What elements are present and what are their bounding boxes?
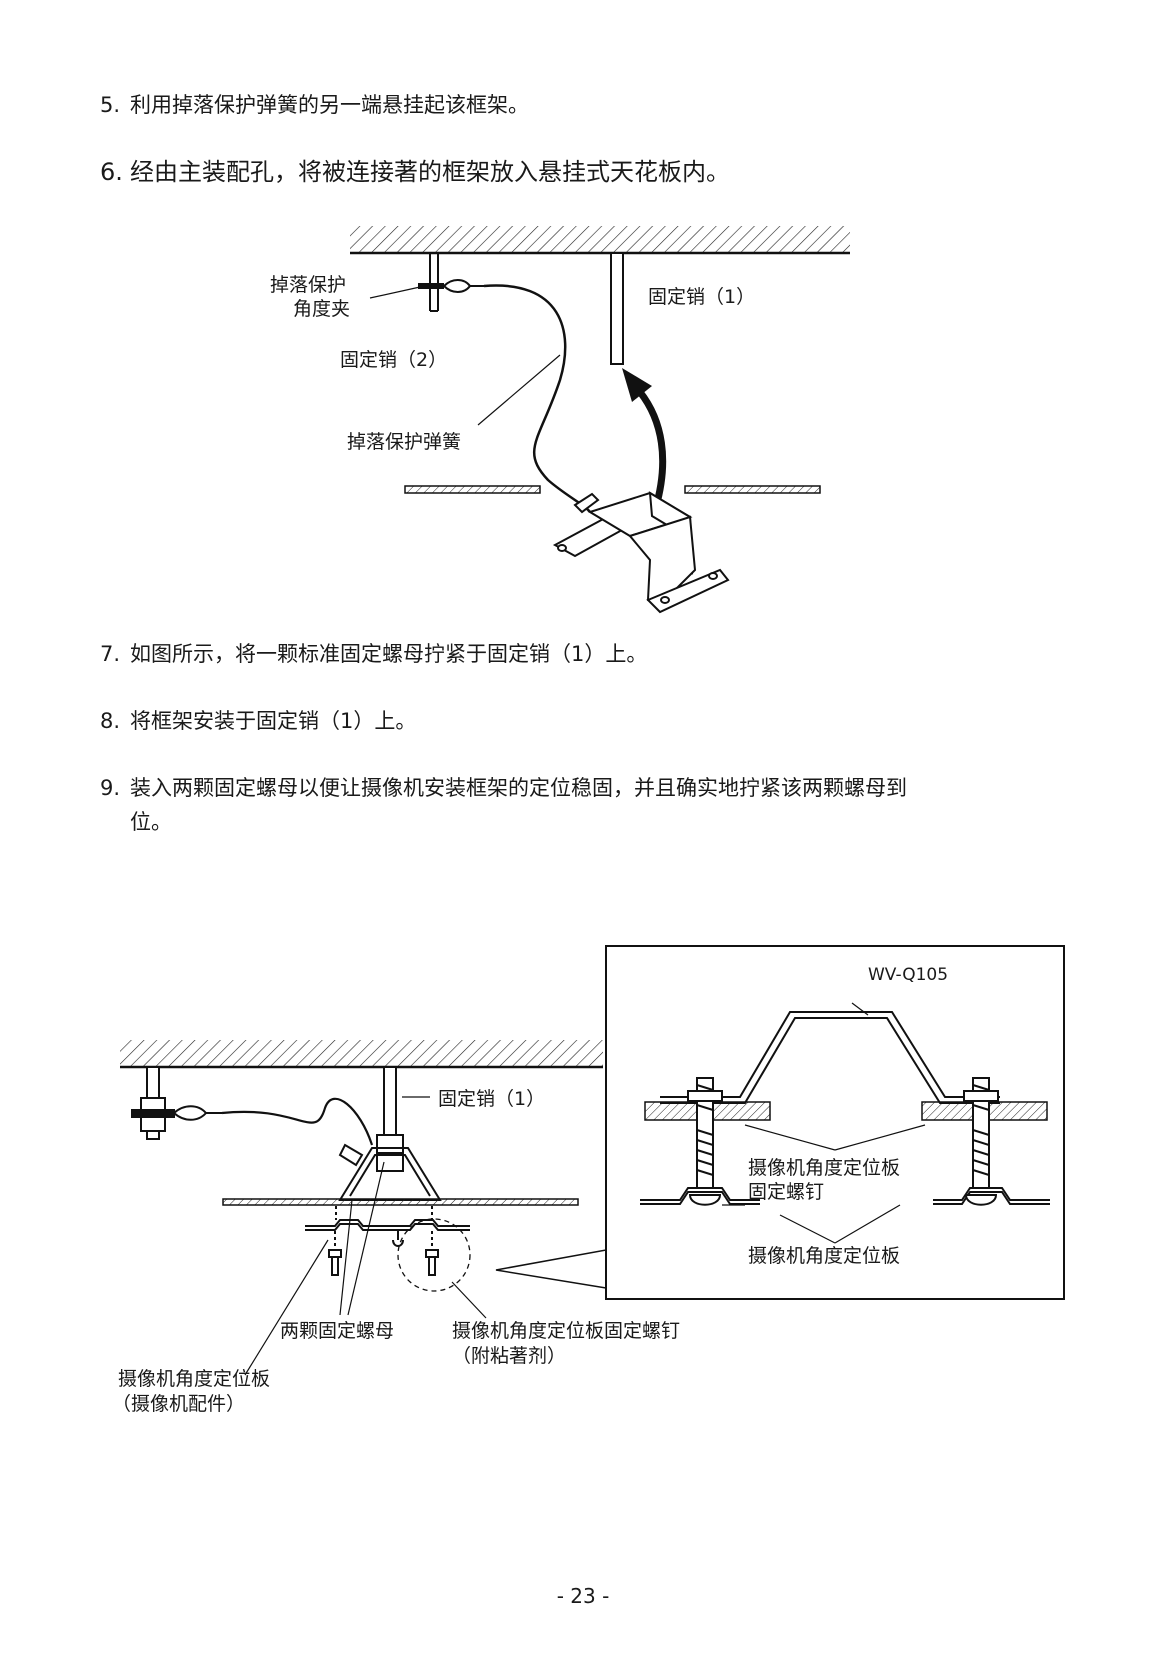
label-plate-screw-1: 摄像机角度定位板固定螺钉 [452, 1320, 680, 1342]
label-fixing-pin-1: 固定销（1） [648, 286, 755, 308]
label-inset-screw-2: 固定螺钉 [748, 1181, 824, 1203]
step-text-line1: 装入两颗固定螺母以便让摄像机安装框架的定位稳固，并且确实地拧紧该两颗螺母到 [130, 776, 907, 800]
label-fall-clip-2: 角度夹 [293, 298, 350, 320]
fixing-pin-2 [131, 1066, 374, 1146]
figure-1: 掉落保护 角度夹 固定销（2） 固定销（1） 掉落保护弹簧 [270, 226, 850, 614]
step-number: 9. [100, 776, 121, 800]
step-8: 8. 将框架安装于固定销（1）上。 [100, 704, 416, 738]
ceiling-slab [120, 1040, 603, 1069]
step-number: 6. [100, 158, 123, 186]
step-text: 经由主装配孔，将被连接著的框架放入悬挂式天花板内。 [130, 158, 730, 186]
camera-angle-plate [305, 1206, 470, 1247]
step-text: 如图所示，将一颗标准固定螺母拧紧于固定销（1）上。 [130, 642, 648, 666]
fixing-pin-1 [338, 1066, 442, 1201]
wv-q105-bracket [660, 1011, 1000, 1104]
step-7: 7. 如图所示，将一颗标准固定螺母拧紧于固定销（1）上。 [100, 637, 647, 671]
leader-lines [369, 286, 561, 426]
fall-prevention-spring [483, 284, 592, 513]
label-fixing-pin-1: 固定销（1） [438, 1088, 545, 1110]
figure-2: 固定销（1） 两颗固定螺母 摄像机角度定位板固定螺钉 （附粘著剂） 摄像机角度定… [112, 1040, 680, 1415]
label-model: WV-Q105 [868, 965, 948, 985]
leader-lines [722, 1002, 926, 1244]
suspended-ceiling [404, 485, 821, 494]
ceiling-slab [350, 226, 850, 255]
step-9: 9.装入两颗固定螺母以便让摄像机安装框架的定位稳固，并且确实地拧紧该两颗螺母到 … [100, 771, 1070, 839]
fixing-pin-1 [610, 252, 624, 365]
step-text: 将框架安装于固定销（1）上。 [130, 709, 417, 733]
label-angle-plate-1: 摄像机角度定位板 [118, 1368, 270, 1390]
inset-angle-plate [640, 1187, 1050, 1206]
inset-bolt [687, 1077, 999, 1189]
page-number: - 23 - [556, 1584, 610, 1608]
label-angle-plate-2: （摄像机配件） [112, 1393, 245, 1415]
label-inset-screw-1: 摄像机角度定位板 [748, 1157, 900, 1179]
step-5: 5. 利用掉落保护弹簧的另一端悬挂起该框架。 [100, 88, 529, 122]
label-two-nuts: 两颗固定螺母 [280, 1320, 394, 1342]
plate-screw [328, 1231, 439, 1276]
fixing-pin-2 [418, 253, 484, 312]
suspended-ceiling [222, 1198, 579, 1206]
callout-pointer [495, 1249, 607, 1289]
step-text-line2: 位。 [130, 810, 172, 834]
step-text: 利用掉落保护弹簧的另一端悬挂起该框架。 [130, 93, 529, 117]
step-number: 5. [100, 93, 121, 117]
detail-circle [397, 1218, 471, 1292]
label-fixing-pin-2: 固定销（2） [340, 349, 447, 371]
label-fall-clip-1: 掉落保护 [270, 274, 346, 296]
label-fall-spring: 掉落保护弹簧 [347, 431, 461, 453]
leader-lines [244, 1096, 487, 1376]
curved-arrow-icon [622, 368, 667, 512]
label-inset-plate: 摄像机角度定位板 [748, 1245, 900, 1267]
step-number: 8. [100, 709, 121, 733]
step-number: 7. [100, 642, 121, 666]
inset-detail: WV-Q105 摄像机角度定位板 固定螺钉 摄像机角度定位板 [605, 945, 1065, 1300]
step-6: 6.经由主装配孔，将被连接著的框架放入悬挂式天花板内。 [100, 155, 730, 189]
label-plate-screw-2: （附粘著剂） [452, 1345, 566, 1367]
mounting-bracket [552, 491, 730, 614]
